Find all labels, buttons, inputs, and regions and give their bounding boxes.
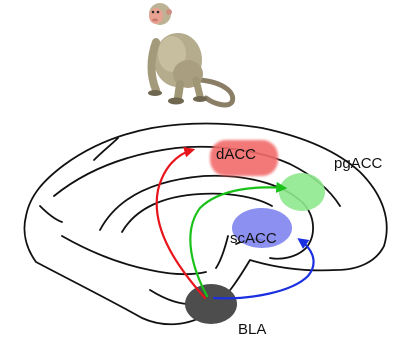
monkey-icon: [148, 3, 233, 105]
scacc-label: scACC: [230, 230, 277, 247]
sulcus-branch-left: [40, 206, 62, 222]
ventral-curve: [62, 236, 206, 274]
pgacc-label: pgACC: [334, 155, 383, 172]
bla-label: BLA: [238, 321, 266, 337]
pgacc-region: [279, 173, 325, 211]
subgenual-curve: [216, 236, 228, 268]
bla-region: [185, 284, 237, 324]
dacc-label: dACC: [216, 146, 256, 163]
